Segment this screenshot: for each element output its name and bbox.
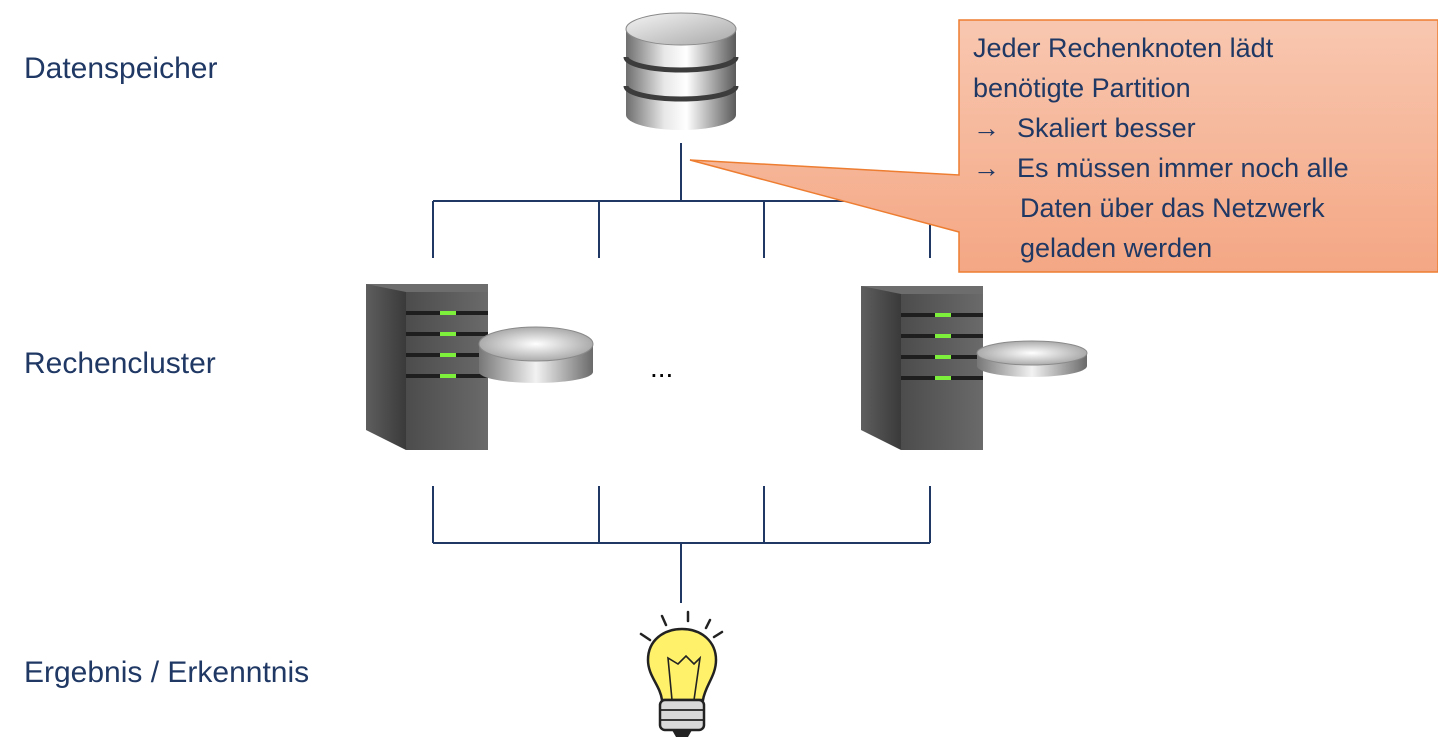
callout-bullet-text: Es müssen immer noch alle (1017, 153, 1349, 183)
disk-icon (478, 326, 594, 383)
arrow-right-icon: → (973, 153, 1000, 183)
callout-line: Jeder Rechenknoten lädt (973, 33, 1274, 63)
lightbulb-icon (639, 610, 724, 737)
callout-bullet-continuation: Daten über das Netzwerk (1020, 193, 1325, 223)
callout-bullet: → Es müssen immer noch alle (973, 148, 1423, 188)
callout-bubble (689, 19, 1438, 273)
callout-bullet-text: Skaliert besser (1017, 113, 1196, 143)
more-nodes-ellipsis: ... (650, 352, 674, 383)
callout-bullet: → Skaliert besser (973, 108, 1423, 148)
row-label-storage: Datenspeicher (24, 52, 218, 85)
row-label-cluster: Rechencluster (24, 347, 216, 380)
server-icon (861, 286, 983, 450)
row-label-result: Ergebnis / Erkenntnis (24, 656, 310, 689)
disk-icon (976, 340, 1088, 377)
server-icon (366, 284, 488, 450)
callout-line: benötigte Partition (973, 73, 1191, 103)
database-icon (623, 12, 739, 130)
callout-text: Jeder Rechenknoten lädt benötigte Partit… (973, 28, 1423, 268)
arrow-right-icon: → (973, 113, 1000, 143)
callout-bullet-continuation: geladen werden (1020, 233, 1213, 263)
bottom-connector (432, 486, 931, 603)
